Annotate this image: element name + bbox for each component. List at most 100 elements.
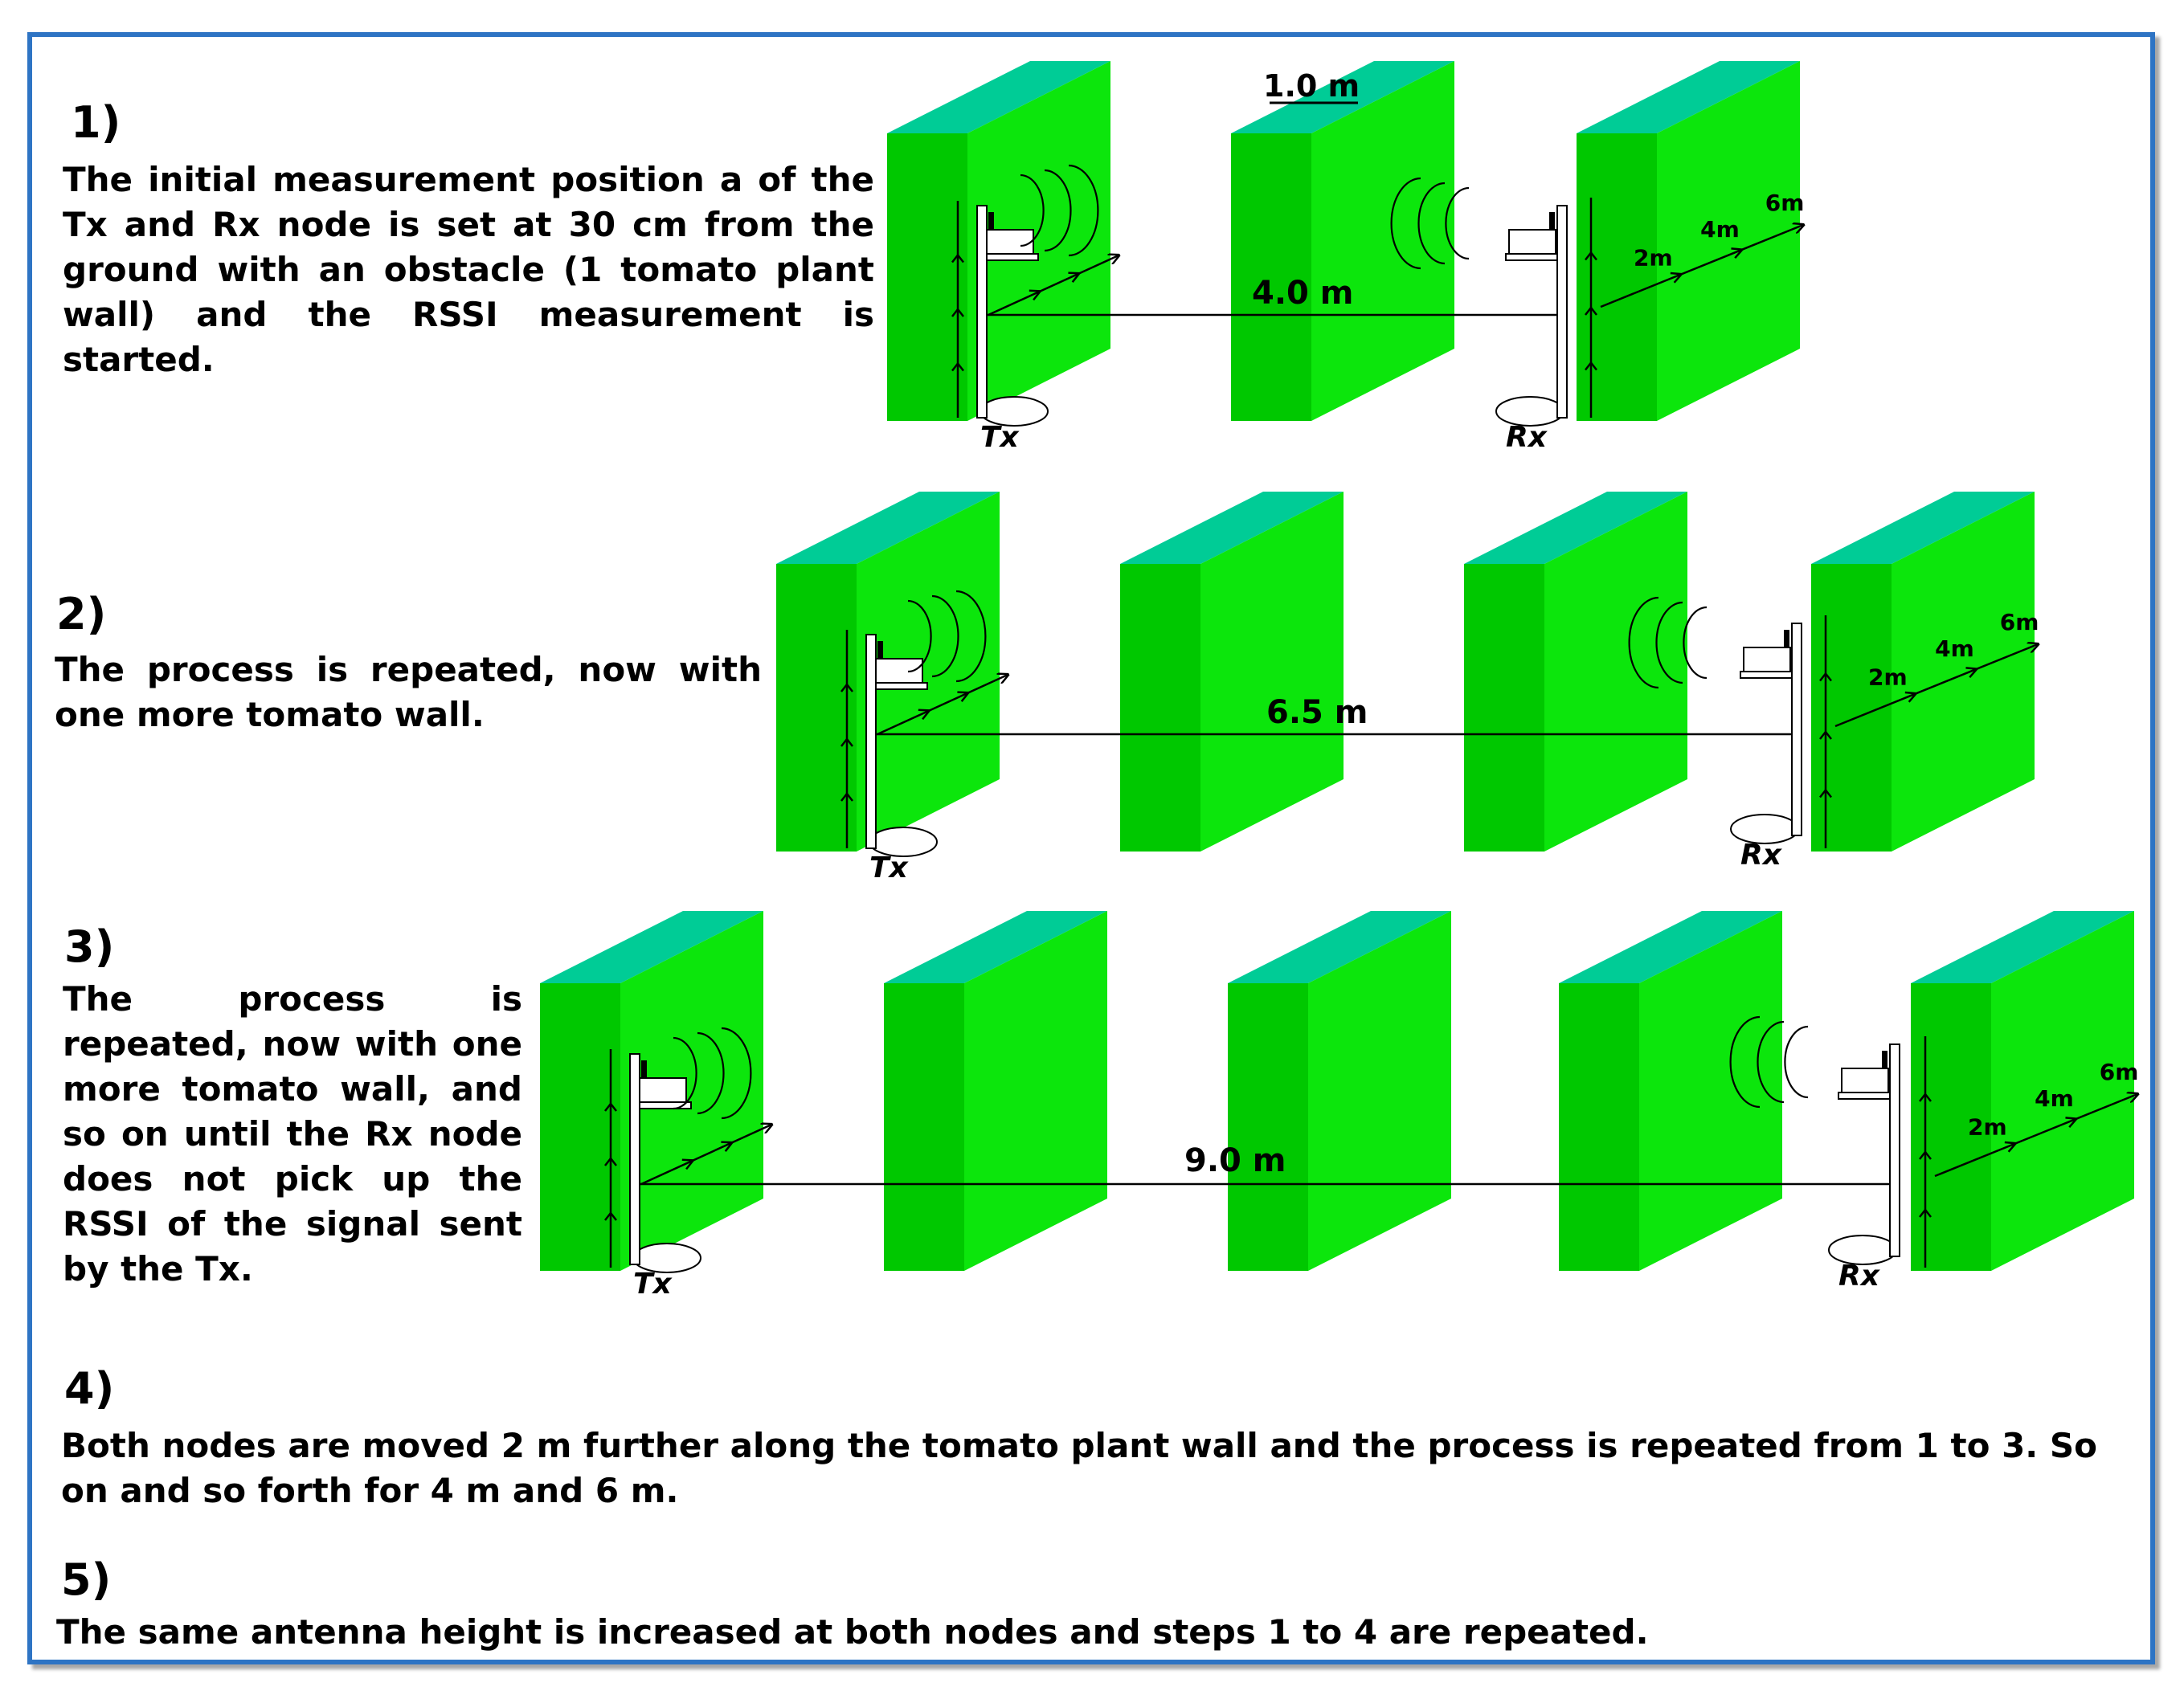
radio-wave — [673, 1036, 697, 1110]
radio-wave — [1445, 186, 1470, 260]
arrow-head-icon — [1919, 1092, 1932, 1102]
radio-wave — [1683, 606, 1708, 680]
wall-top-face — [540, 911, 763, 983]
wall-front-face — [1559, 983, 1639, 1271]
step-1-text: The initial measurement position a of th… — [63, 160, 874, 379]
step-2-number: 2) — [56, 589, 107, 639]
tomato-wall — [540, 911, 763, 1271]
wall-top-face — [1577, 61, 1800, 133]
node-mast — [1889, 1043, 1900, 1257]
arrow-head-icon — [1585, 361, 1597, 371]
tomato-wall — [887, 61, 1110, 421]
step-2-text: The process is repeated, now with one mo… — [55, 650, 762, 734]
tomato-wall — [1911, 911, 2134, 1271]
distance-label: 6.5 m — [1266, 694, 1368, 731]
tx-label: Tx — [869, 852, 910, 884]
tomato-wall — [1464, 492, 1687, 852]
radio-box — [1508, 229, 1556, 255]
radio-wave — [1784, 1025, 1809, 1099]
node-mast — [629, 1053, 640, 1265]
wall-side-face — [1657, 61, 1800, 421]
radio-shelf — [986, 253, 1039, 261]
wall-top-face — [884, 911, 1107, 983]
vertical-guide-line — [840, 630, 853, 848]
offset-label-2m: 2m — [1634, 245, 1673, 272]
wall-top-face — [1228, 911, 1451, 983]
arrow-head-icon — [1919, 1150, 1932, 1160]
tx-node — [629, 1053, 701, 1273]
step-4-text: Both nodes are moved 2 m further along t… — [61, 1426, 2097, 1510]
wall-side-face — [1200, 492, 1344, 852]
tx-offset-arrow — [877, 675, 1008, 736]
wall-front-face — [1231, 133, 1311, 421]
rx-label: Rx — [1740, 839, 1783, 872]
arrow-head-icon — [918, 709, 932, 721]
wall-side-face — [1991, 911, 2134, 1271]
rx-signal-icon — [1628, 596, 1708, 689]
wall-top-face — [776, 492, 1000, 564]
distance-label: 4.0 m — [1252, 275, 1353, 312]
tx-label: Tx — [980, 421, 1020, 454]
arrow-head-icon — [951, 253, 964, 263]
radio-wave — [1044, 169, 1072, 252]
arrow-head-icon — [1068, 272, 1082, 283]
node-mast — [976, 205, 988, 419]
offset-label-6m: 6m — [2000, 609, 2039, 635]
arrow-head-icon — [2004, 1141, 2018, 1153]
wall-side-face — [964, 911, 1107, 1271]
wall-top-face — [1231, 61, 1454, 133]
radio-wave — [1390, 177, 1421, 270]
vertical-guide-line — [1919, 1036, 1932, 1268]
radio-shelf — [1505, 253, 1558, 261]
rx-signal-icon — [1390, 177, 1470, 270]
arrow-head-icon — [1029, 289, 1043, 301]
arrow-head-icon — [1819, 788, 1832, 798]
arrow-head-icon — [1585, 305, 1597, 316]
wall-top-face — [1464, 492, 1687, 564]
radio-wave — [1729, 1015, 1761, 1109]
arrow-head-icon — [1819, 729, 1832, 740]
step-3-text: The process is repeated, now with one mo… — [63, 979, 522, 1289]
rx-offset-arrow — [1934, 1094, 2137, 1178]
radio-wave — [1655, 601, 1683, 684]
radio-shelf — [875, 682, 928, 690]
antenna-icon — [641, 1060, 647, 1081]
radio-box — [639, 1077, 687, 1103]
radio-wave — [1628, 596, 1659, 689]
wall-side-face — [1544, 492, 1687, 852]
rx-node — [1730, 623, 1802, 844]
tomato-wall — [1231, 61, 1454, 421]
rx-node — [1495, 205, 1568, 427]
tomato-wall — [1559, 911, 1782, 1271]
radio-wave — [955, 590, 987, 683]
offset-label-6m: 6m — [1765, 190, 1805, 216]
antenna-icon — [877, 641, 883, 662]
radio-wave — [697, 1031, 725, 1115]
arrow-head-icon — [681, 1158, 696, 1170]
rx-offset-arrow — [1600, 225, 1803, 308]
wall-side-face — [1892, 492, 2035, 852]
radio-shelf — [639, 1101, 692, 1109]
arrow-head-icon — [1904, 691, 1919, 703]
rx-signal-icon — [1729, 1015, 1809, 1109]
arrow-head-icon — [1919, 1207, 1932, 1218]
tomato-wall — [776, 492, 1000, 852]
radio-shelf — [1740, 671, 1793, 679]
wall-front-face — [1464, 564, 1544, 852]
rx-node — [1828, 1043, 1900, 1265]
vertical-guide-line — [1585, 198, 1597, 418]
wall-front-face — [887, 133, 967, 421]
antenna-icon — [1549, 212, 1555, 233]
offset-label-2m: 2m — [1968, 1114, 2007, 1141]
antenna-icon — [1784, 630, 1789, 651]
arrow-head-icon — [957, 691, 971, 702]
wall-front-face — [540, 983, 620, 1271]
vertical-guide-line — [604, 1049, 617, 1268]
wall-front-face — [1911, 983, 1991, 1271]
arrow-head-icon — [1819, 672, 1832, 682]
radio-box — [1743, 647, 1791, 672]
tomato-wall — [1228, 911, 1451, 1271]
step-4-number: 4) — [64, 1363, 115, 1414]
arrow-head-icon — [1731, 247, 1744, 259]
step-5-number: 5) — [61, 1554, 112, 1605]
